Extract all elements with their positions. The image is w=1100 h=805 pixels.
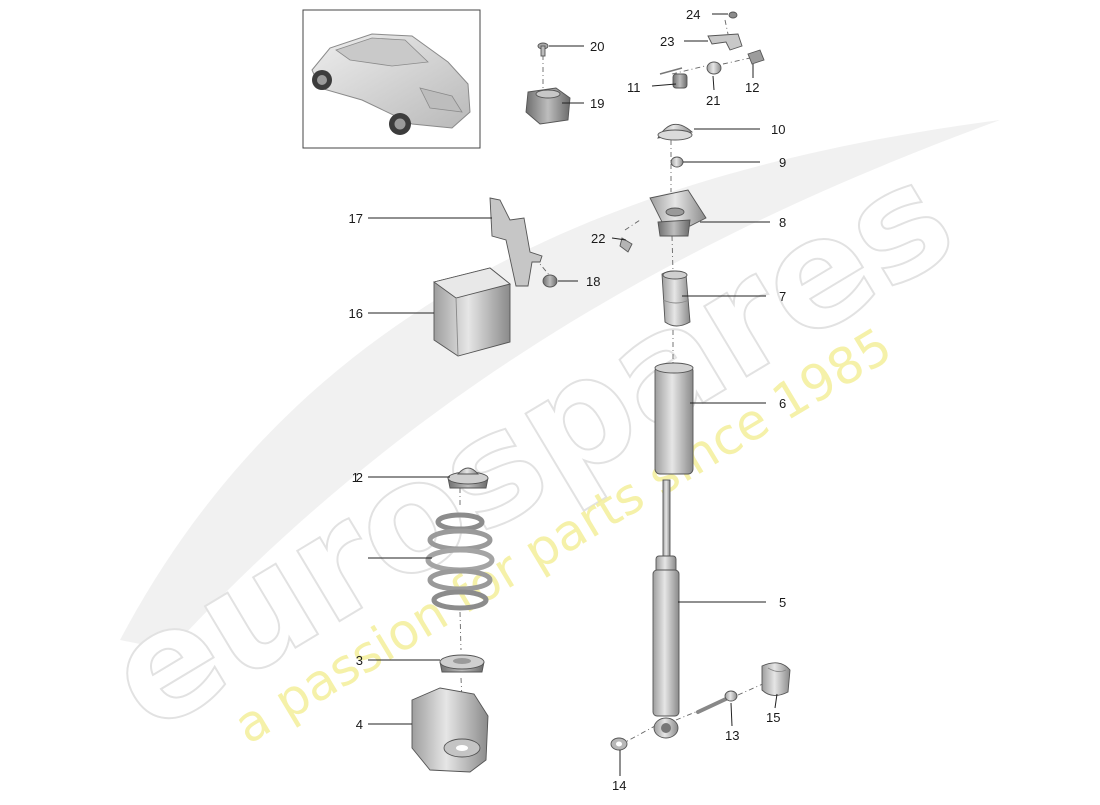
watermark-brand: eurospares: [79, 128, 982, 766]
vehicle-thumbnail: [302, 9, 481, 149]
leader-lines: [368, 13, 778, 776]
car-icon: [311, 33, 471, 135]
callout-17: 17: [349, 211, 363, 226]
callout-2: 2: [356, 470, 363, 485]
callout-14: 14: [612, 778, 626, 793]
callout-16: 16: [349, 306, 363, 321]
callout-12: 12: [745, 80, 759, 95]
callout-21: 21: [706, 93, 720, 108]
part-20-icon: [537, 42, 549, 57]
part-7-icon: [661, 270, 691, 327]
part-18-icon: [542, 274, 558, 288]
callout-20: 20: [590, 39, 604, 54]
callout-22: 22: [591, 231, 605, 246]
part-3-icon: [439, 654, 485, 673]
callout-11: 11: [627, 80, 641, 95]
part-17-icon: [489, 197, 543, 287]
part-22-icon: [619, 237, 633, 253]
callout-labels: 1 2 3 4 5 6 7 8 9 10 11 12 13 14 15 16 1…: [349, 7, 787, 793]
part-15-icon: [761, 662, 791, 696]
part-19-icon: [525, 87, 571, 125]
part-10-icon: [657, 123, 693, 141]
part-9-icon: [670, 156, 684, 168]
callout-13: 13: [725, 728, 739, 743]
callout-19: 19: [590, 96, 604, 111]
callout-8: 8: [779, 215, 786, 230]
callout-18: 18: [586, 274, 600, 289]
part-11-icon: [659, 67, 688, 89]
part-4-icon: [411, 687, 489, 773]
callout-23: 23: [660, 34, 674, 49]
part-24-icon: [728, 11, 738, 19]
part-1-icon: [425, 512, 495, 611]
part-8-icon: [649, 189, 707, 237]
callout-9: 9: [779, 155, 786, 170]
callout-5: 5: [779, 595, 786, 610]
watermark: eurospares a passion for parts since 198…: [78, 120, 1000, 767]
callout-15: 15: [766, 710, 780, 725]
callout-1: 1: [352, 470, 359, 485]
callout-4: 4: [356, 717, 363, 732]
callout-3: 3: [356, 653, 363, 668]
part-12-icon: [747, 49, 765, 65]
part-23-icon: [707, 33, 743, 51]
callout-24: 24: [686, 7, 700, 22]
part-2-icon: [447, 467, 489, 489]
callout-10: 10: [771, 122, 785, 137]
part-16-icon: [432, 267, 511, 357]
part-5-icon: [652, 479, 680, 739]
part-21-icon: [706, 61, 722, 75]
part-14-icon: [610, 737, 628, 751]
part-13-icon: [696, 690, 738, 714]
part-6-icon: [654, 362, 694, 475]
callout-6: 6: [779, 396, 786, 411]
callout-7: 7: [779, 289, 786, 304]
watermark-swoosh: [120, 120, 1000, 650]
